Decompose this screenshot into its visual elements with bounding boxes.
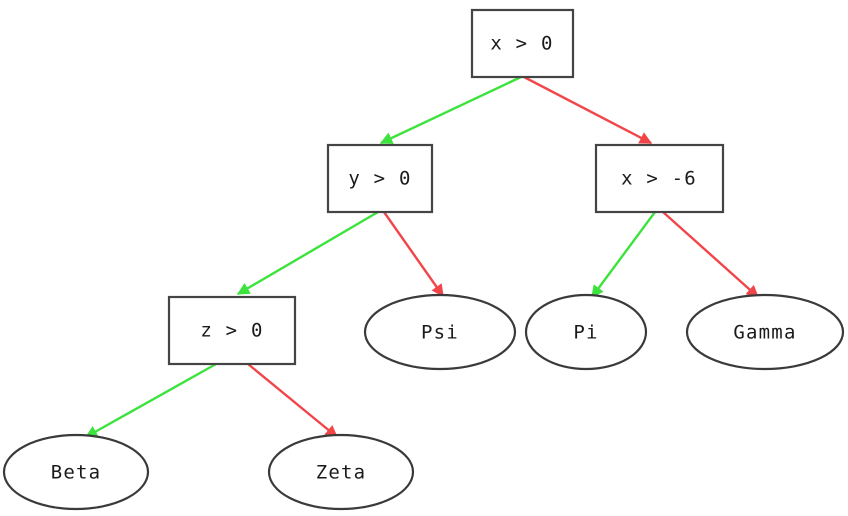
node-gamma-shape[interactable]	[685, 293, 845, 371]
node-root-shape[interactable]	[470, 8, 575, 79]
node-gamma[interactable]: Gamma	[685, 293, 845, 371]
node-y0-shape[interactable]	[326, 143, 434, 214]
node-root-label: x > 0	[490, 33, 553, 55]
node-z0-shape[interactable]	[167, 295, 297, 366]
node-pi-shape[interactable]	[524, 293, 648, 371]
edge-root-to-xm6-false[interactable]	[523, 75, 653, 145]
node-psi[interactable]: Psi	[363, 293, 517, 371]
node-gamma-label: Gamma	[733, 322, 796, 344]
node-xm6[interactable]: x > -6	[594, 143, 725, 214]
edge-xm6-to-pi-true[interactable]	[591, 211, 656, 299]
node-zeta[interactable]: Zeta	[267, 433, 415, 511]
node-pi[interactable]: Pi	[524, 293, 648, 371]
edge-z0-to-zeta-false[interactable]	[247, 363, 338, 438]
edge-xm6-to-gamma-false[interactable]	[662, 211, 759, 298]
node-z0[interactable]: z > 0	[167, 295, 297, 366]
node-pi-label: Pi	[573, 322, 598, 344]
node-xm6-shape[interactable]	[594, 143, 725, 214]
node-zeta-label: Zeta	[316, 462, 367, 484]
node-beta-label: Beta	[51, 462, 102, 484]
node-zeta-shape[interactable]	[267, 433, 415, 511]
edge-root-to-y0-true[interactable]	[379, 75, 522, 145]
edge-z0-to-beta-true[interactable]	[84, 362, 217, 439]
node-xm6-label: x > -6	[621, 168, 697, 190]
edge-group	[84, 75, 759, 439]
edge-y0-to-z0-true[interactable]	[236, 210, 379, 296]
node-beta[interactable]: Beta	[2, 433, 150, 511]
node-root[interactable]: x > 0	[470, 8, 575, 79]
node-psi-shape[interactable]	[363, 293, 517, 371]
node-beta-shape[interactable]	[2, 433, 150, 511]
node-z0-label: z > 0	[200, 320, 263, 342]
edge-y0-to-psi-false[interactable]	[383, 211, 444, 298]
node-y0[interactable]: y > 0	[326, 143, 434, 214]
node-y0-label: y > 0	[348, 168, 411, 190]
node-psi-label: Psi	[421, 322, 459, 344]
